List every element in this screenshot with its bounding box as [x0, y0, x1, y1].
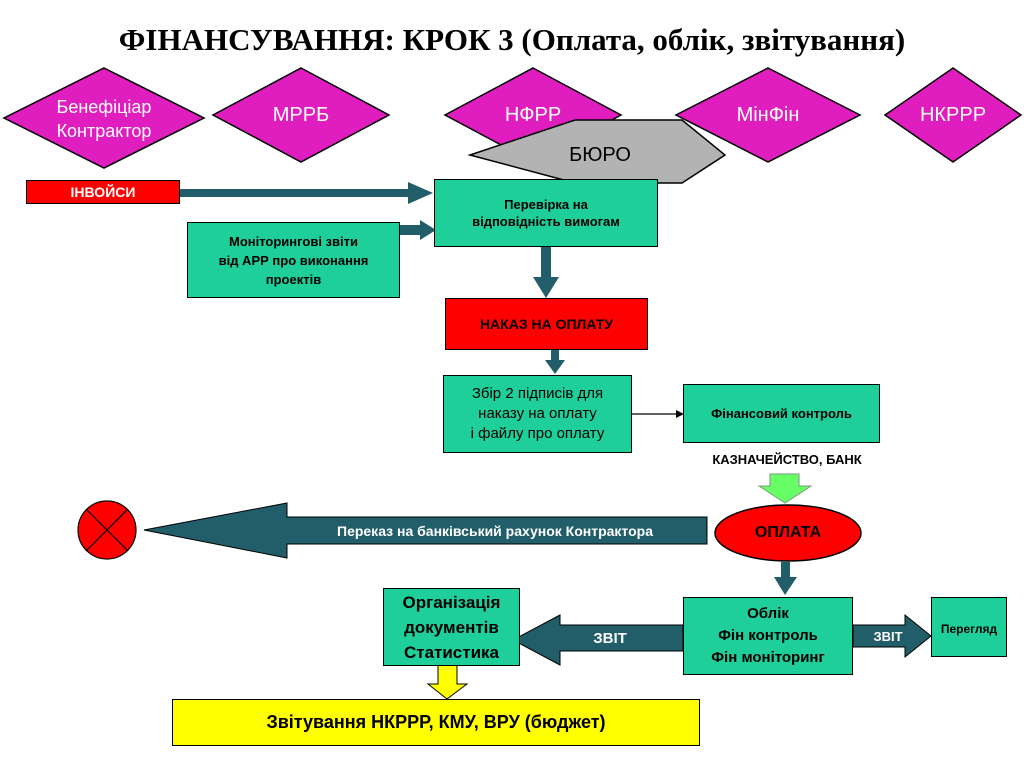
diamond-minfin-label: МінФін: [736, 103, 800, 126]
accounting-box[interactable]: Облік Фін контроль Фін моніторинг: [683, 597, 853, 675]
diamond-minfin[interactable]: [674, 67, 862, 163]
payment-down-arrow-shaft: [781, 562, 790, 580]
monitoring-arrow-head: [420, 220, 436, 240]
check-down-arrow-shaft: [541, 247, 551, 281]
invoices-box[interactable]: ІНВОЙСИ: [26, 180, 180, 204]
diamond-nkrrr-label: НКРРР: [919, 103, 987, 126]
monitoring-arrow-shaft: [400, 225, 424, 235]
diamond-mrrb-label: МРРБ: [272, 103, 330, 126]
organization-down-arrow: [426, 664, 469, 700]
transfer-label: Переказ на банківський рахунок Контракто…: [337, 523, 653, 539]
invoices-arrow-shaft: [180, 189, 412, 197]
transfer-arrow[interactable]: [143, 502, 708, 559]
diamond-nfrr-label: НФРР: [504, 103, 562, 126]
organization-box[interactable]: Організація документів Статистика: [383, 588, 520, 666]
check-down-arrow-head: [533, 277, 559, 298]
report-left-label: ЗВІТ: [593, 629, 627, 647]
diamond-mrrb[interactable]: [211, 67, 391, 163]
diamond-beneficiary-label: Бенефіціар Контрактор: [56, 97, 152, 141]
report-right-arrow[interactable]: [852, 613, 932, 659]
treasury-label: КАЗНАЧЕЙСТВО, БАНК: [712, 451, 862, 467]
payment-label: ОПЛАТА: [754, 524, 822, 541]
invoices-arrow-head: [408, 182, 433, 204]
signatures-to-control-head: [676, 410, 684, 418]
payment-ellipse[interactable]: [714, 504, 862, 562]
diamond-beneficiary[interactable]: [2, 67, 206, 169]
reporting-box[interactable]: Звітування НКРРР, КМУ, ВРУ (бюджет): [172, 699, 700, 746]
payment-down-arrow-head: [774, 577, 797, 595]
fin-control-box[interactable]: Фінансовий контроль: [683, 384, 880, 443]
treasury-down-arrow: [757, 473, 813, 504]
cross-line-2: [85, 508, 129, 552]
order-down-arrow-head: [545, 360, 565, 374]
check-box[interactable]: Перевірка на відповідність вимогам: [434, 179, 658, 247]
signatures-box[interactable]: Збір 2 підписів для наказу на оплату і ф…: [443, 375, 632, 453]
report-right-label: ЗВІТ: [873, 628, 903, 644]
bureau-label: БЮРО: [569, 143, 631, 166]
monitoring-box[interactable]: Моніторингові звіти від АРР про виконанн…: [187, 222, 400, 298]
review-box[interactable]: Перегляд: [931, 597, 1007, 657]
page-title: ФІНАНСУВАННЯ: КРОК 3 (Оплата, облік, зві…: [118, 22, 906, 57]
order-down-arrow-shaft: [551, 350, 559, 362]
diamond-nkrrr[interactable]: [883, 67, 1023, 163]
payment-order-box[interactable]: НАКАЗ НА ОПЛАТУ: [445, 298, 648, 350]
